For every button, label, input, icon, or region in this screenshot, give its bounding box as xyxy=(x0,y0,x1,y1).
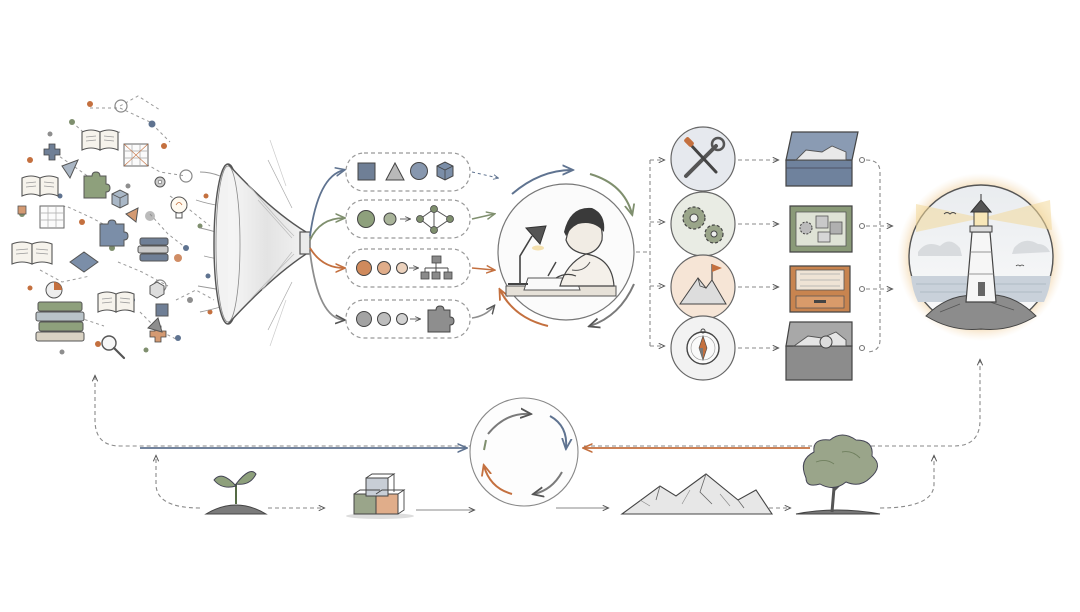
storage-boxes xyxy=(785,131,859,381)
circle-icon xyxy=(383,212,397,226)
tool-circles xyxy=(670,126,736,381)
open-book-icon xyxy=(81,129,119,151)
person-writing-at-desk-icon xyxy=(505,207,617,297)
cube-shape-icon xyxy=(436,161,454,181)
triangle-shape-icon xyxy=(385,161,405,181)
circle-icon xyxy=(356,260,372,276)
tree-icon xyxy=(795,434,881,515)
category-row-hierarchy xyxy=(345,248,494,288)
compass-icon xyxy=(670,315,736,381)
gear-small-icon xyxy=(154,176,166,188)
mountain-range-icon xyxy=(620,473,774,515)
cube-icon xyxy=(149,281,165,299)
open-book-icon xyxy=(97,291,135,313)
plus-icon xyxy=(43,143,61,161)
funnel-output-arrows xyxy=(309,170,344,320)
category-row-network xyxy=(345,199,494,239)
network-graph-icon xyxy=(416,205,454,234)
pie-icon xyxy=(45,281,63,299)
green-crate-icon xyxy=(789,205,853,253)
grid-card-icon xyxy=(123,143,149,167)
circle-icon xyxy=(357,210,375,228)
sorted-categories xyxy=(345,152,498,339)
blue-toolbox-icon xyxy=(785,131,859,187)
circle-icon xyxy=(356,311,372,327)
thinker-circle xyxy=(497,170,634,326)
category-row-shapes xyxy=(345,152,498,192)
gears-icon xyxy=(670,191,736,257)
orange-drawer-icon xyxy=(789,265,851,313)
circle-icon xyxy=(396,313,408,325)
stacked-books-icon xyxy=(137,237,169,262)
hierarchy-tree-icon xyxy=(420,255,453,280)
funnel-icon xyxy=(195,159,311,331)
circle-icon xyxy=(377,312,391,326)
growth-cycle-row xyxy=(95,360,980,519)
gray-chest-icon xyxy=(785,321,853,381)
circle-icon xyxy=(396,262,408,274)
collector-bracket xyxy=(858,156,893,353)
square-shape-icon xyxy=(357,162,376,181)
tool-to-box-arrows xyxy=(738,160,778,348)
magnifier-icon xyxy=(101,335,126,360)
branch-connector xyxy=(636,160,664,346)
open-book-icon xyxy=(11,241,53,265)
grid-card-icon xyxy=(39,205,65,229)
envelope-icon xyxy=(69,251,99,273)
sprout-icon xyxy=(204,471,268,515)
scattered-ideas-cluster xyxy=(11,95,215,360)
lightbulb-icon xyxy=(170,196,188,219)
small-cube-icon xyxy=(17,205,27,215)
stacked-books-icon xyxy=(35,301,85,342)
cube-icon xyxy=(111,189,129,209)
open-book-icon xyxy=(21,175,59,197)
circle-shape-icon xyxy=(410,162,428,180)
puzzle-piece-icon xyxy=(99,219,129,247)
stacked-blocks-icon xyxy=(346,473,414,519)
idea-dots xyxy=(19,99,213,355)
puzzle-piece-icon xyxy=(427,305,455,333)
cube-icon xyxy=(155,303,169,317)
category-row-puzzle xyxy=(345,299,494,339)
wrench-screwdriver-icon xyxy=(670,126,736,192)
circle-icon xyxy=(377,261,391,275)
cycle-arrows-icon xyxy=(469,397,579,507)
lighthouse-icon xyxy=(897,173,1065,341)
triangle-icon xyxy=(61,159,163,333)
puzzle-piece-icon xyxy=(83,171,111,199)
mountain-flag-icon xyxy=(670,254,736,320)
